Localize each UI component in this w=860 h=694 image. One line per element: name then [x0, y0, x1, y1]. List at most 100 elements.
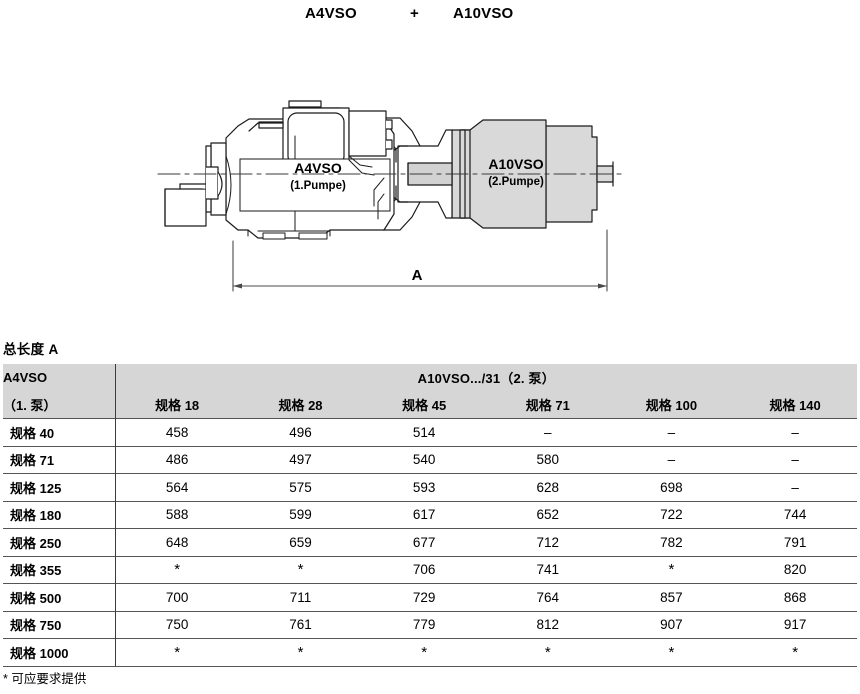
table-cell: 857: [609, 583, 734, 611]
table-cell: 497: [238, 445, 363, 474]
overall-length-table: A4VSO A10VSO.../31（2. 泵） （1. 泵） 规格 18 规格…: [3, 364, 857, 667]
table-cell: 648: [114, 528, 239, 556]
pump2-name-label: A10VSO: [488, 156, 543, 172]
on-request-marker: *: [174, 643, 181, 661]
row-label: 规格 125: [3, 473, 116, 501]
table-cell: 588: [114, 500, 239, 529]
table-footnote: * 可应要求提供: [3, 672, 87, 686]
column-header-size-28: 规格 28: [238, 390, 363, 419]
table-cell: 575: [238, 473, 363, 501]
table-cell: 779: [362, 610, 486, 639]
table-cell: 729: [362, 583, 486, 611]
table-cell: 458: [114, 418, 239, 446]
table-cell: 711: [238, 583, 363, 611]
row-label: 规格 40: [3, 418, 116, 446]
table-cell: 700: [114, 583, 239, 611]
table-cell: –: [733, 473, 857, 501]
table-cell: –: [609, 418, 734, 446]
table-cell: 496: [238, 418, 363, 446]
table-caption: 总长度 A: [3, 342, 59, 357]
row-label: 规格 750: [3, 610, 116, 639]
row-label: 规格 1000: [3, 638, 116, 667]
table-cell: 677: [362, 528, 486, 556]
table-header: A4VSO A10VSO.../31（2. 泵） （1. 泵） 规格 18 规格…: [3, 364, 857, 419]
table-cell: *: [733, 638, 857, 667]
table-cell: 564: [114, 473, 239, 501]
dimension-a-label: A: [412, 267, 423, 284]
on-request-marker: *: [668, 561, 675, 579]
title-pump2-label: A10VSO: [453, 5, 514, 22]
table-cell: –: [609, 445, 734, 474]
table-cell: 741: [485, 555, 610, 584]
pump-assembly-drawing: A4VSO (1.Pumpe) A10VSO (2.Pumpe) A: [0, 34, 860, 324]
diagram-title-row: A4VSO + A10VSO: [0, 5, 860, 31]
column-header-size-71: 规格 71: [485, 390, 610, 419]
table-cell: *: [485, 638, 610, 667]
table-cell: *: [609, 638, 734, 667]
table-cell: 599: [238, 500, 363, 529]
table-cell: 698: [609, 473, 734, 501]
table-cell: 907: [609, 610, 734, 639]
pump1-sublabel: (1.Pumpe): [290, 180, 346, 192]
on-request-marker: *: [174, 561, 181, 579]
row-label: 规格 180: [3, 500, 116, 529]
table-cell: 750: [114, 610, 239, 639]
column-header-size-18: 规格 18: [114, 390, 239, 419]
pump1-control-block: [248, 100, 393, 170]
table-cell: 593: [362, 473, 486, 501]
row-label: 规格 355: [3, 555, 116, 584]
table-cell: 486: [114, 445, 239, 474]
table-cell: 580: [485, 445, 610, 474]
title-pump1-label: A4VSO: [305, 5, 357, 22]
table-cell: 820: [733, 555, 857, 584]
header-group-label: A10VSO.../31（2. 泵）: [114, 364, 857, 390]
table-cell: 791: [733, 528, 857, 556]
on-request-marker: *: [792, 643, 799, 661]
table-cell: *: [238, 638, 363, 667]
on-request-marker: *: [544, 643, 551, 661]
pump2-sublabel: (2.Pumpe): [488, 176, 544, 188]
table-cell: 917: [733, 610, 857, 639]
pump1-detail-lines: [225, 135, 391, 240]
header-corner-line2: （1. 泵）: [3, 390, 116, 419]
pump1-name-label: A4VSO: [294, 160, 342, 176]
table-cell: *: [238, 555, 363, 584]
table-cell: 812: [485, 610, 610, 639]
table-cell: –: [733, 445, 857, 474]
table-cell: 628: [485, 473, 610, 501]
column-header-size-140: 规格 140: [733, 390, 857, 419]
table-cell: 782: [609, 528, 734, 556]
row-label: 规格 500: [3, 583, 116, 611]
table-cell: 868: [733, 583, 857, 611]
row-label: 规格 71: [3, 445, 116, 474]
overall-dimension: [232, 229, 608, 292]
title-plus-symbol: +: [410, 5, 419, 22]
table-cell: –: [485, 418, 610, 446]
table-cell: –: [733, 418, 857, 446]
column-header-size-100: 规格 100: [609, 390, 734, 419]
on-request-marker: *: [297, 643, 304, 661]
table-cell: 744: [733, 500, 857, 529]
on-request-marker: *: [297, 561, 304, 579]
table-cell: *: [362, 638, 486, 667]
column-header-size-45: 规格 45: [362, 390, 486, 419]
table-cell: 514: [362, 418, 486, 446]
table-cell: 540: [362, 445, 486, 474]
table-cell: 617: [362, 500, 486, 529]
table-cell: 706: [362, 555, 486, 584]
table-cell: 722: [609, 500, 734, 529]
header-corner-line1: A4VSO: [3, 364, 116, 390]
table-cell: 712: [485, 528, 610, 556]
table-cell: *: [114, 638, 239, 667]
table-cell: 764: [485, 583, 610, 611]
row-label: 规格 250: [3, 528, 116, 556]
table-row: 规格 1000 * * * * * *: [3, 638, 857, 667]
